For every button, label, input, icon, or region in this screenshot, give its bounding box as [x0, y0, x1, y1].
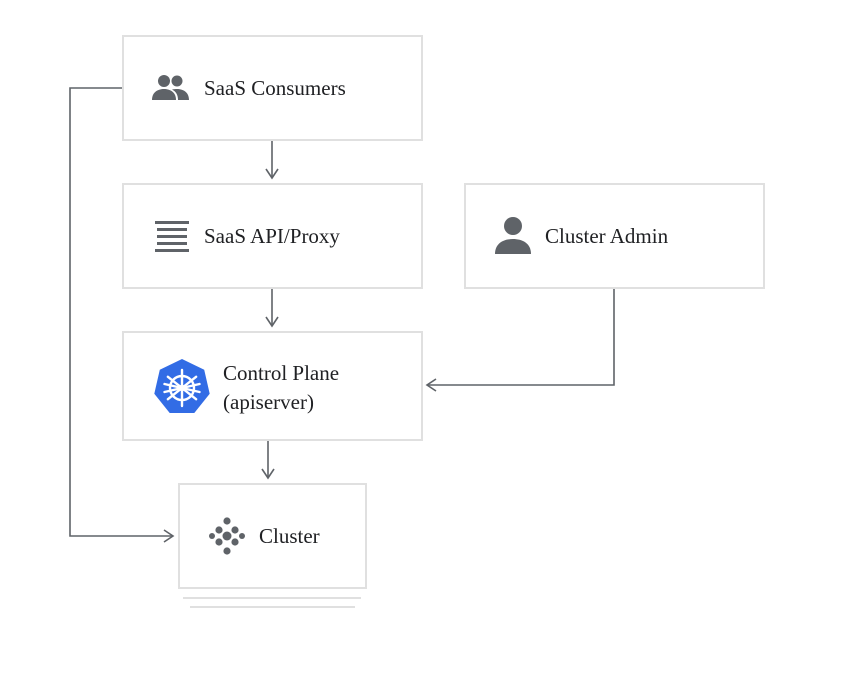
list-lines-icon [155, 221, 189, 252]
cluster-admin-label: Cluster Admin [545, 224, 669, 248]
people-icon [152, 75, 189, 100]
person-icon [495, 217, 531, 254]
control-plane-label-line2: (apiserver) [223, 390, 314, 414]
arrow-consumers-to-cluster [69, 87, 175, 543]
cluster-label: Cluster [259, 524, 320, 548]
saas-consumers-box [122, 35, 423, 141]
dots-cluster-icon [209, 517, 245, 555]
saas-consumers-label: SaaS Consumers [204, 76, 346, 100]
arrow-admin-to-control-plane [425, 289, 615, 392]
cluster-admin-box [464, 183, 765, 289]
control-plane-label-line1: Control Plane [223, 361, 340, 385]
kubernetes-helm-icon [154, 359, 210, 413]
saas-api-proxy-label: SaaS API/Proxy [204, 224, 340, 248]
